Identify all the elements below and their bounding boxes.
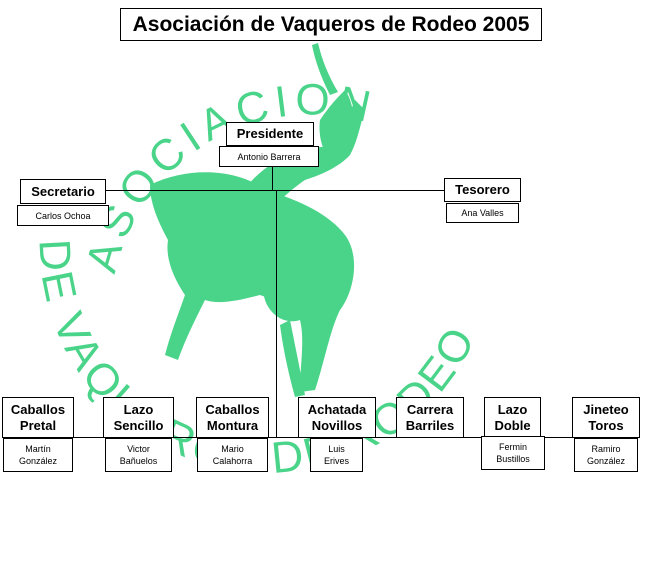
presidente-role-box: Presidente [226,122,314,146]
event-role-line2: Sencillo [113,417,164,433]
event-name-line2: Bustillos [496,454,530,464]
event-name-line1: Victor [127,444,150,454]
event-role-line2: Doble [494,417,531,433]
event-name-line1: Martín [25,444,51,454]
tesorero-name: Ana Valles [461,208,504,218]
event-name-line1: Mario [221,444,244,454]
calf-leg [280,320,305,397]
rider [319,90,354,160]
secretario-role-box: Secretario [20,179,106,204]
event-role-line2: Pretal [19,417,57,433]
horse-body [150,172,355,392]
presidente-role: Presidente [236,126,304,141]
tesorero-role: Tesorero [455,182,510,197]
event-name-line1: Fermin [498,442,527,452]
event-name-line2: González [18,456,58,466]
event-role-line1: Lazo [123,401,154,417]
event-role-line1: Caballos [205,401,260,417]
connector-president-down [272,166,273,191]
presidente-name: Antonio Barrera [237,151,301,162]
event-role-line1: Jineteo [583,401,629,417]
event-name-line2: Bañuelos [119,456,158,466]
event-name-line2: Calahorra [212,456,253,466]
event-name-line1: Luis [328,444,345,454]
event-role-line1: Caballos [10,401,66,417]
secretario-role: Secretario [31,183,95,199]
event-role-line2: Barriles [405,417,455,433]
tesorero-name-box: Ana Valles [446,203,519,223]
secretario-name-box: Carlos Ochoa [17,205,109,226]
connector-trunk [276,190,277,438]
event-role-line1: Achatada [307,401,367,417]
event-role-line1: Carrera [406,401,454,417]
event-name-line1: Ramiro [591,444,621,454]
event-role-line2: Toros [588,417,624,433]
event-role-line1: Lazo [497,401,528,417]
event-role-line2: Novillos [311,417,363,433]
event-name-line2: Erives [323,456,349,466]
tesorero-role-box: Tesorero [444,178,521,202]
event-name-line2: González [586,456,626,466]
connector-officers-horizontal [106,190,444,191]
secretario-name: Carlos Ochoa [35,210,91,221]
event-role-line2: Montura [206,417,259,433]
presidente-name-box: Antonio Barrera [219,146,319,167]
rope [312,43,338,95]
chart-title: Asociación de Vaqueros de Rodeo 2005 [120,8,542,41]
